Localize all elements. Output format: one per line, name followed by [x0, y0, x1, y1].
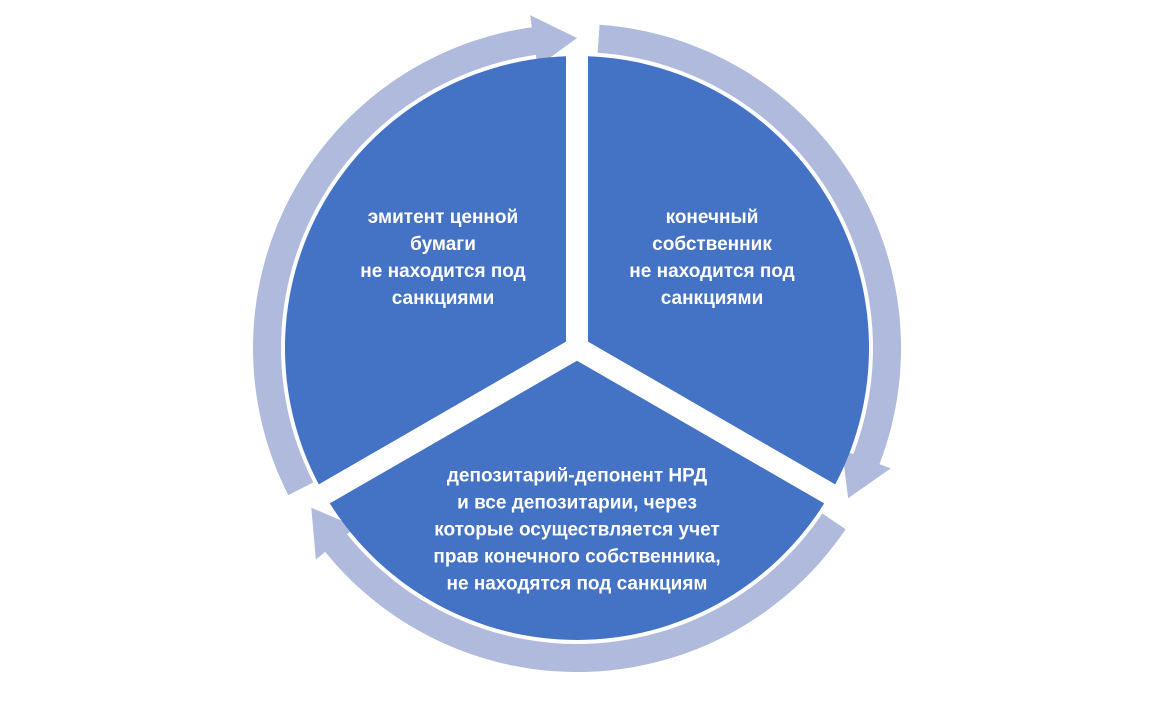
label-line: депозитарий-депонент НРД — [446, 465, 708, 487]
label-line: бумаги — [410, 234, 476, 255]
label-line: собственник — [652, 234, 772, 255]
arrow-to-owner — [253, 15, 577, 496]
arrow-to-depository — [597, 24, 902, 499]
sector-depository-label: депозитарий-депонент НРД и все депозитар… — [433, 463, 720, 598]
label-line: которые осуществляется учет — [434, 519, 720, 541]
label-line: санкциями — [660, 288, 764, 309]
sector-depository — [329, 360, 825, 640]
sector-owner — [588, 56, 870, 485]
sector-owner-label: конечный собственник не находится под са… — [629, 204, 794, 312]
label-line: не находятся под санкциям — [446, 573, 708, 595]
sector-issuer — [284, 56, 566, 485]
label-line: не находится под — [360, 261, 526, 282]
label-line: прав конечного собственника, — [433, 546, 721, 568]
sector-issuer-label: эмитент ценной бумаги не находится под с… — [360, 204, 525, 312]
label-line: санкциями — [391, 288, 495, 309]
label-line: эмитент ценной — [367, 207, 519, 228]
label-line: конечный — [665, 207, 759, 228]
label-line: не находится под — [629, 261, 795, 282]
label-line: и все депозитарии, через — [457, 492, 697, 514]
arrow-to-issuer — [311, 507, 846, 673]
